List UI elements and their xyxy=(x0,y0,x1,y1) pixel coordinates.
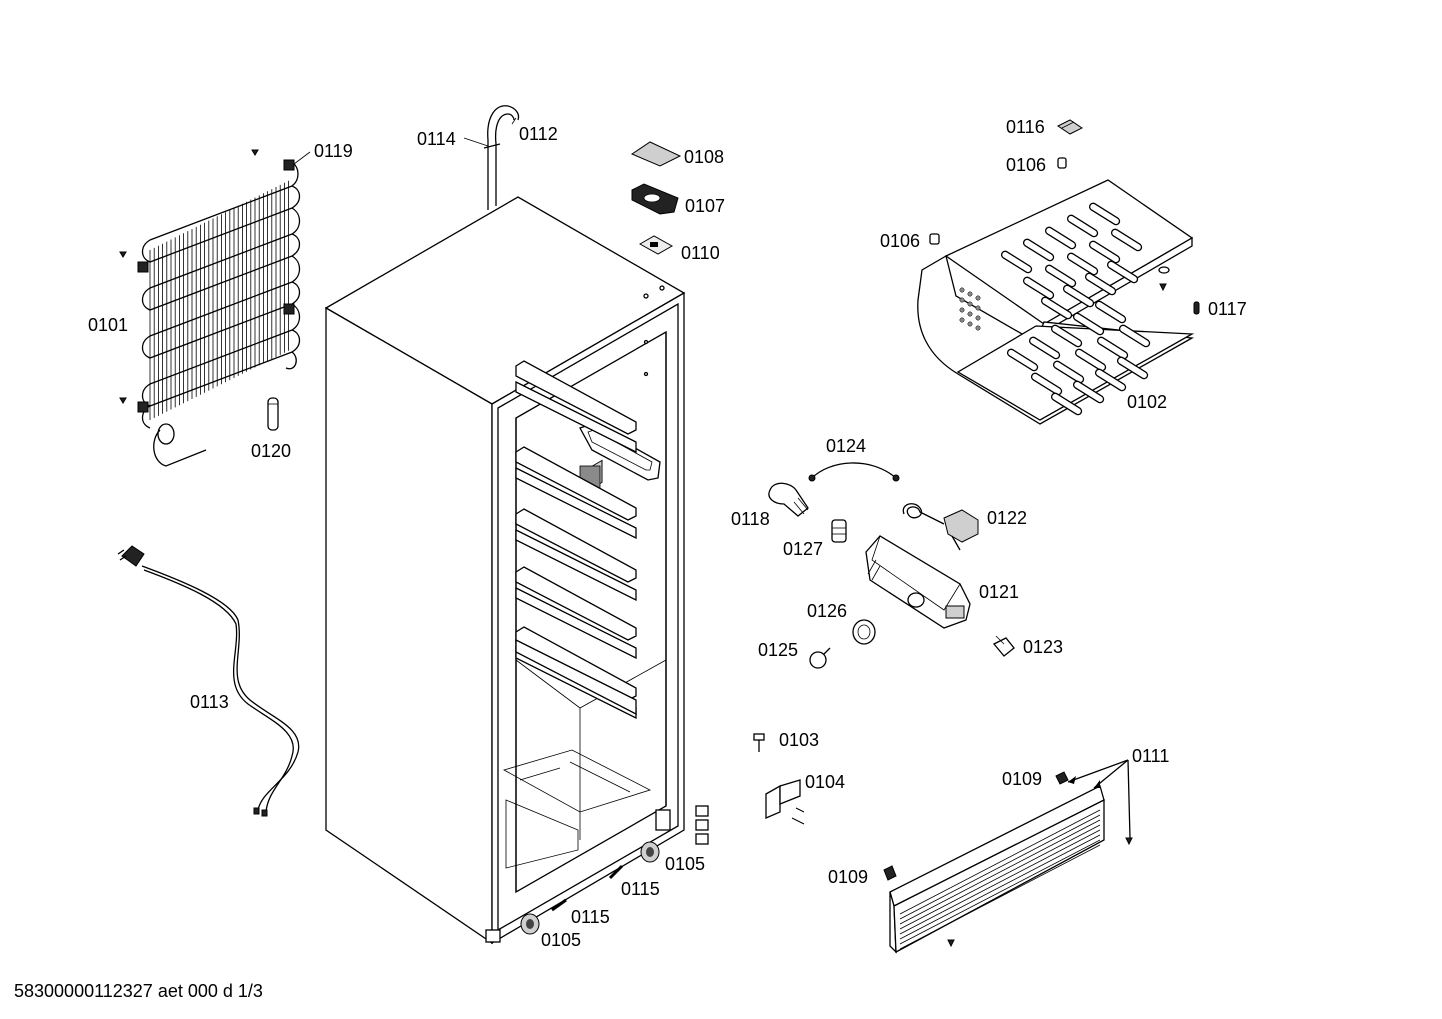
part-0110-plate xyxy=(638,235,674,255)
label-0118: 0118 xyxy=(731,509,770,529)
label-0120: 0120 xyxy=(251,441,292,461)
label-0106-upper: 0106 xyxy=(1006,155,1047,175)
part-0112-drain-tube xyxy=(483,105,520,210)
label-0114: 0114 xyxy=(417,129,456,149)
part-0116-clip xyxy=(1057,119,1083,135)
part-0125-button xyxy=(809,647,831,669)
label-0109-upper: 0109 xyxy=(1002,769,1043,789)
part-0101-condenser xyxy=(119,149,301,467)
part-0107-holder xyxy=(631,183,679,215)
drawing-number-footer: 58300000112327 aet 000 d 1/3 xyxy=(14,981,263,1001)
part-0106-plug-lower xyxy=(929,233,940,245)
label-0107: 0107 xyxy=(685,196,726,216)
label-0115-left: 0115 xyxy=(571,907,610,927)
label-0105-right: 0105 xyxy=(665,854,706,874)
part-0126-knob xyxy=(852,619,876,645)
part-0105-foot-left xyxy=(520,913,540,935)
label-0123: 0123 xyxy=(1023,637,1064,657)
label-0127: 0127 xyxy=(783,539,824,559)
part-0124-wire xyxy=(808,462,900,482)
label-0103: 0103 xyxy=(779,730,820,750)
part-0115-screw-left xyxy=(551,898,567,912)
part-0102-evaporator xyxy=(917,179,1195,425)
label-0122: 0122 xyxy=(987,508,1028,528)
label-0101: 0101 xyxy=(88,315,129,335)
label-0108: 0108 xyxy=(684,147,725,167)
label-0104: 0104 xyxy=(805,772,846,792)
label-0110: 0110 xyxy=(681,243,720,263)
label-0115-right: 0115 xyxy=(621,879,660,899)
part-0118-lamp xyxy=(768,482,809,517)
label-0125: 0125 xyxy=(758,640,799,660)
label-0121: 0121 xyxy=(979,582,1020,602)
refrigerator-cabinet xyxy=(324,196,709,945)
label-0126: 0126 xyxy=(807,601,848,621)
label-0119: 0119 xyxy=(314,141,353,161)
label-0117: 0117 xyxy=(1208,299,1247,319)
part-0105-foot-right xyxy=(640,841,660,863)
part-0111-kick-plate xyxy=(883,771,1133,954)
part-0122-thermostat xyxy=(902,503,979,551)
part-0106-plug-upper xyxy=(1057,157,1067,169)
label-0112: 0112 xyxy=(519,124,558,144)
label-0111: 0111 xyxy=(1132,746,1170,766)
part-0127-lampholder xyxy=(831,519,847,543)
leader-lines xyxy=(293,117,1131,839)
label-0116: 0116 xyxy=(1006,117,1045,137)
part-0113-power-cord xyxy=(117,545,300,817)
part-0104-bracket xyxy=(765,779,805,825)
label-0113: 0113 xyxy=(190,692,229,712)
part-0123-clip xyxy=(992,635,1015,657)
label-0106-lower: 0106 xyxy=(880,231,921,251)
part-0108-cover xyxy=(630,141,682,167)
part-0121-housing xyxy=(865,535,971,629)
label-0124: 0124 xyxy=(826,436,867,456)
part-0115-screw-right xyxy=(608,864,624,880)
label-0109-lower: 0109 xyxy=(828,867,869,887)
label-0102: 0102 xyxy=(1127,392,1168,412)
part-0117-screw xyxy=(1193,301,1200,315)
part-0103-screw xyxy=(753,733,765,752)
label-0105-left: 0105 xyxy=(541,930,582,950)
part-0120-filter xyxy=(267,397,279,431)
